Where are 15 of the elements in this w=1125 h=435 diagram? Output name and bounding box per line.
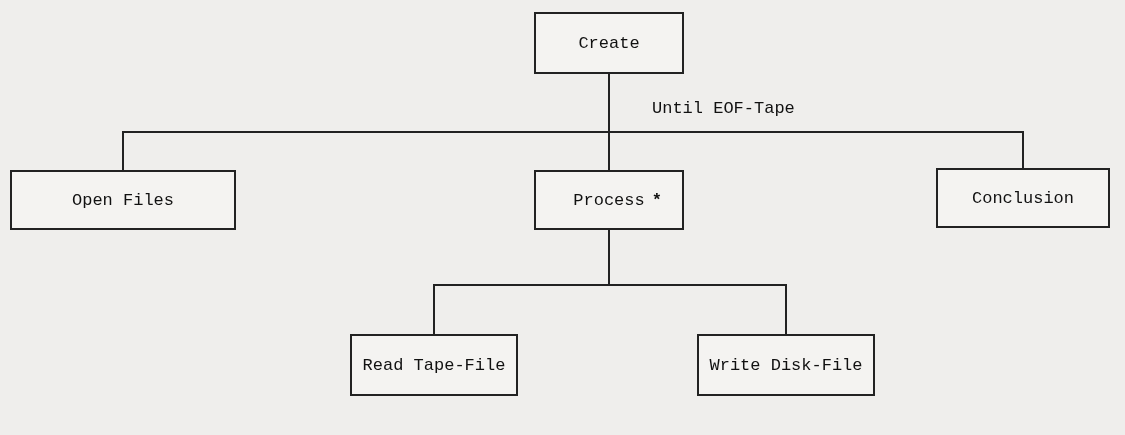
box-label: Write Disk-File — [709, 355, 863, 375]
iteration-mark: * — [651, 191, 662, 211]
connector-line — [608, 229, 787, 335]
edge-label: Until EOF-Tape — [650, 99, 797, 118]
process-box — [534, 170, 684, 230]
process-box — [10, 170, 236, 230]
box-label: Conclusion — [972, 188, 1074, 208]
process-box — [936, 168, 1110, 228]
box-label: Create — [578, 33, 640, 53]
box-label: Read Tape-File — [362, 355, 506, 375]
process-box — [534, 12, 684, 74]
box-label: Open Files — [72, 190, 174, 210]
process-box — [697, 334, 875, 396]
process-box — [350, 334, 518, 396]
box-label: Process — [573, 190, 645, 210]
